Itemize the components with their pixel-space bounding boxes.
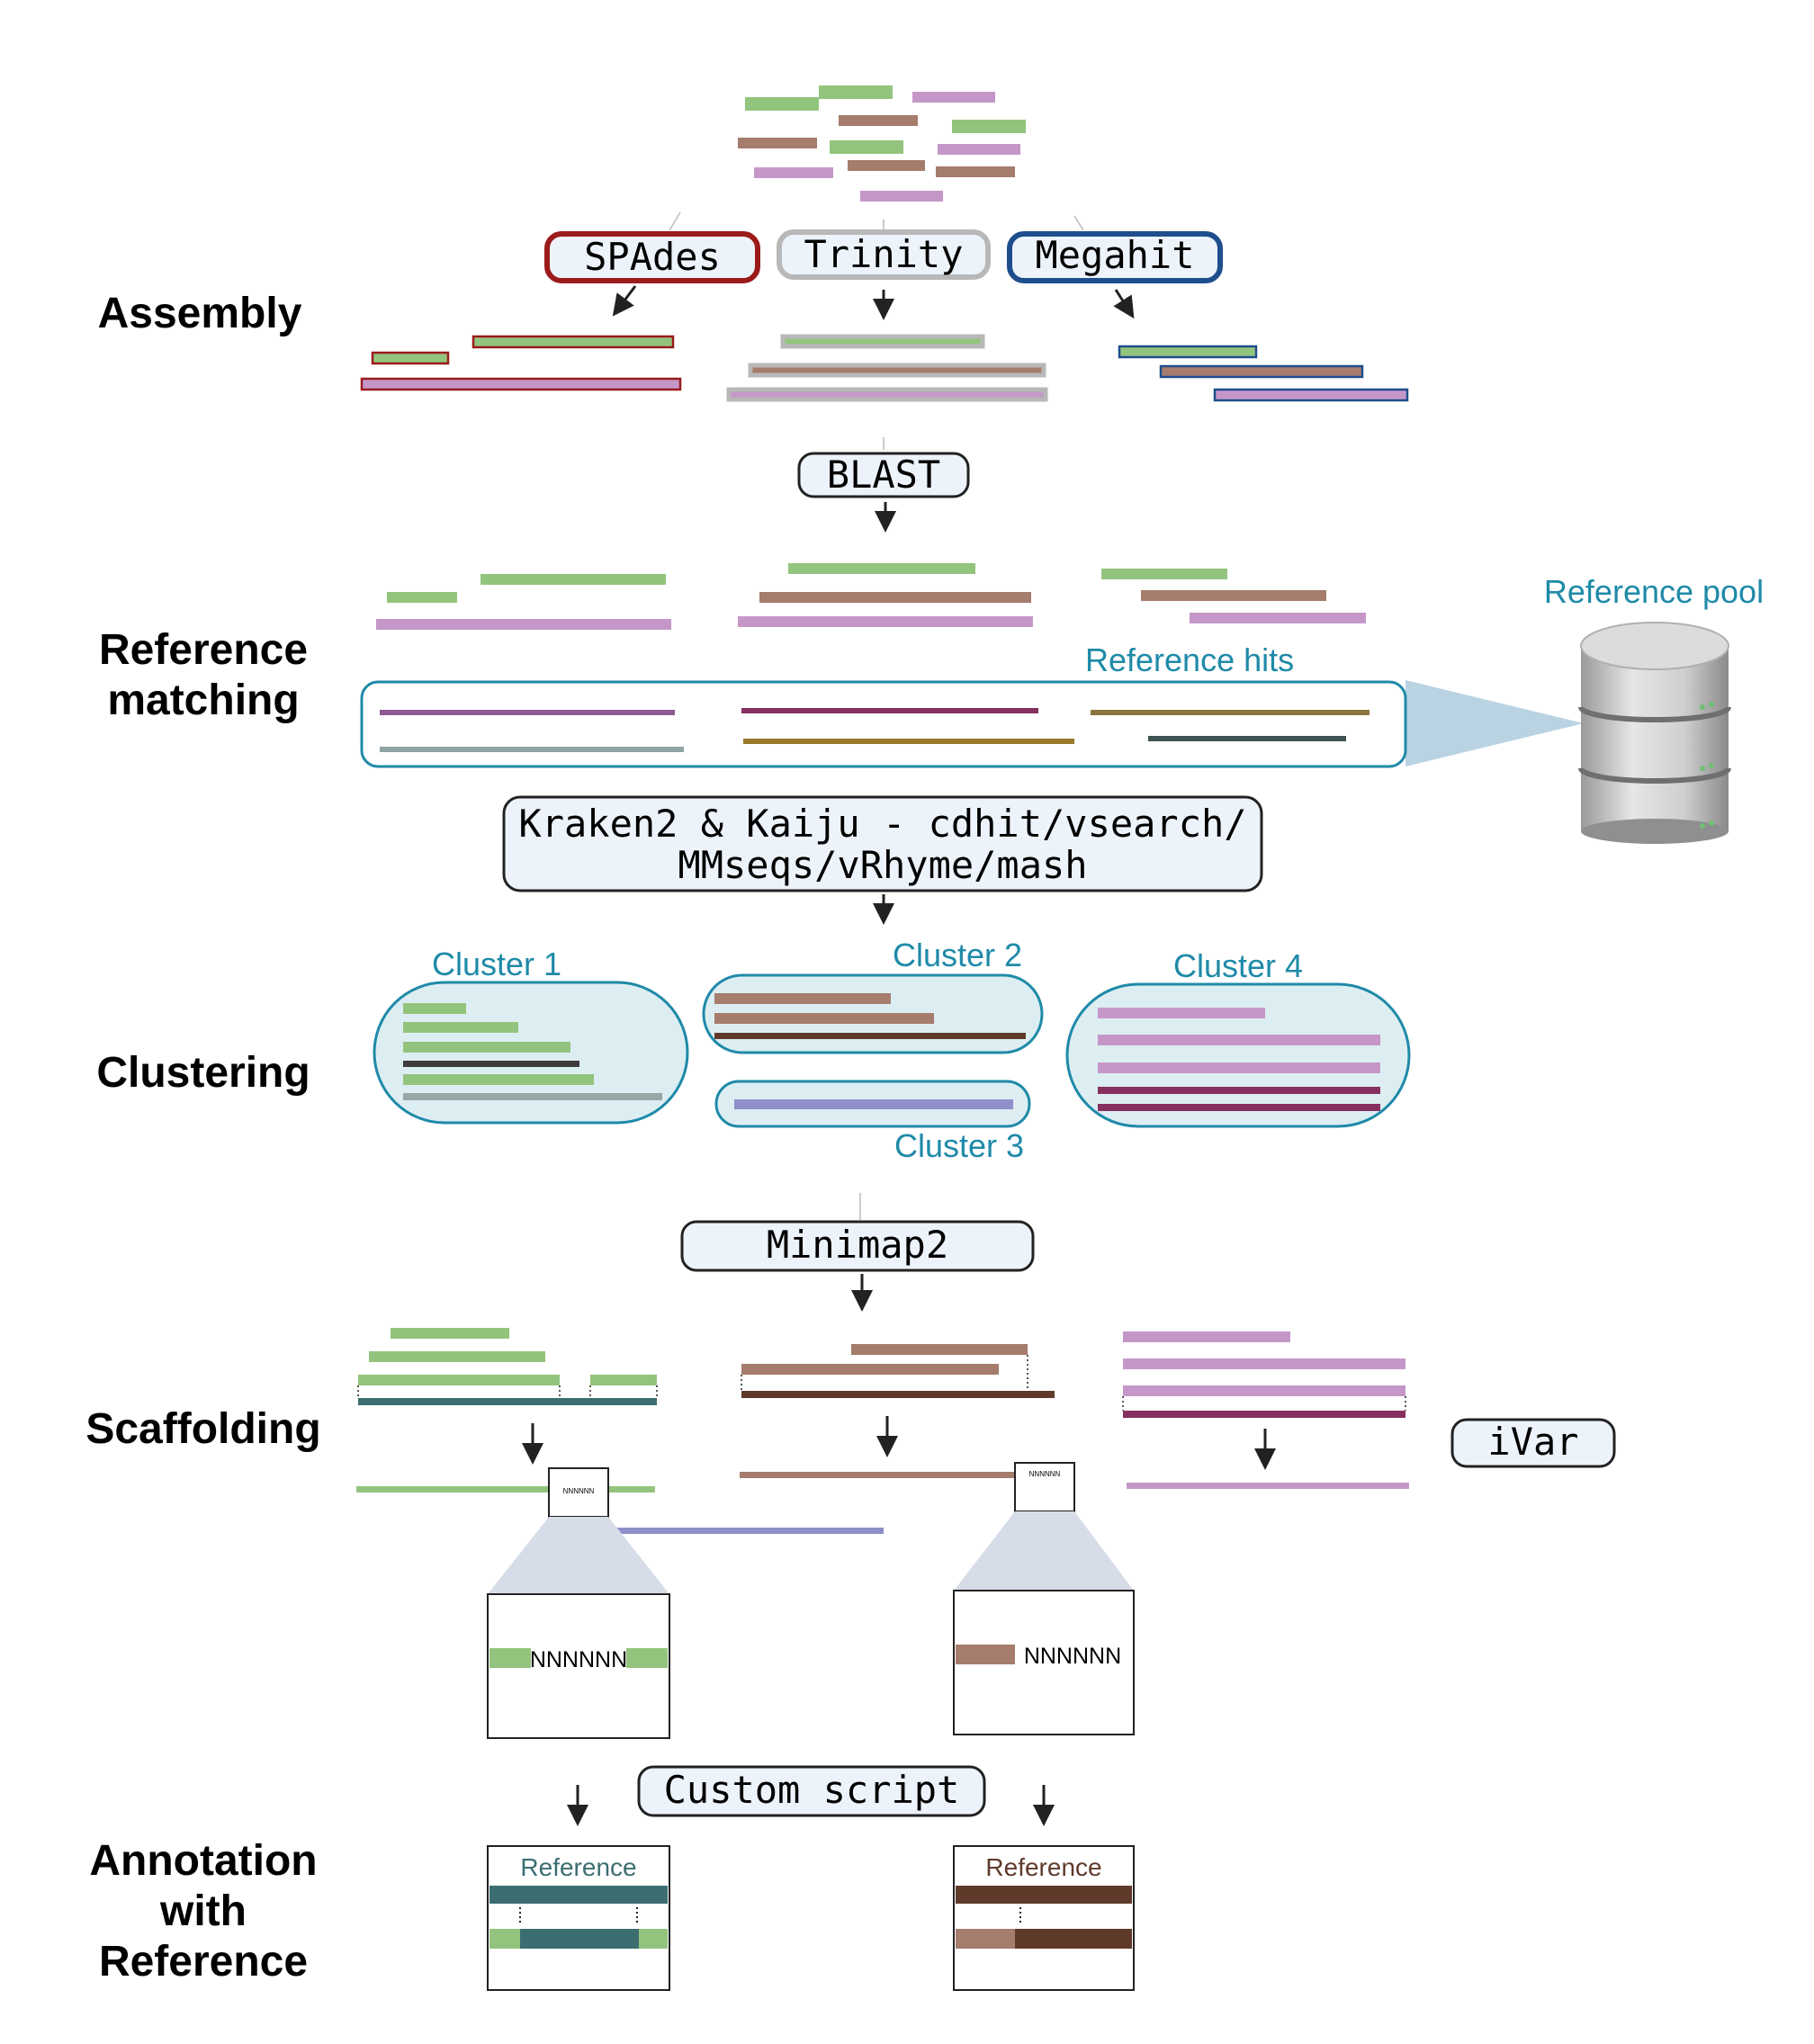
- stage-assembly: Assembly: [98, 290, 302, 337]
- stage-reference-matching-line1: Reference: [99, 626, 308, 674]
- stage-annotation-line1: Annotation: [89, 1837, 317, 1885]
- blast-label: BLAST: [827, 453, 940, 497]
- reference-pool-beam: [1405, 680, 1584, 766]
- trinity-contigs: [726, 334, 1048, 402]
- consensus-pink: [1127, 1483, 1409, 1489]
- read-guide-lines: [669, 211, 1084, 232]
- scaffold-arrows: [522, 1416, 1276, 1470]
- clustering-tools-line1: Kraken2 & Kaiju - cdhit/vsearch/: [518, 802, 1246, 846]
- annotation-arrows: [567, 1785, 1055, 1826]
- cluster1: [373, 981, 689, 1125]
- gap-small-right: NNNNNN: [1029, 1470, 1061, 1478]
- cluster3: [714, 1080, 1031, 1128]
- stage-clustering: Clustering: [96, 1049, 310, 1097]
- raw-reads: [738, 85, 1026, 202]
- cluster3-consensus: [601, 1528, 884, 1534]
- cluster1-label: Cluster 1: [432, 946, 561, 982]
- scaffold-brown: [741, 1344, 1055, 1398]
- cluster2-label: Cluster 2: [893, 937, 1022, 973]
- spades-contigs: [360, 335, 682, 391]
- cluster2: [702, 973, 1044, 1054]
- zoom-right: NNNNNN: [953, 1511, 1135, 1735]
- cluster4: [1065, 982, 1411, 1128]
- annotation-right: Reference: [953, 1845, 1135, 1991]
- megahit-label: Megahit: [1035, 233, 1194, 277]
- stage-annotation-line2: with: [159, 1887, 247, 1935]
- clustering-tools-box: Kraken2 & Kaiju - cdhit/vsearch/ MMseqs/…: [502, 795, 1263, 892]
- annotation-ref-right-label: Reference: [985, 1853, 1101, 1881]
- stage-annotation-line3: Reference: [99, 1938, 308, 1986]
- spades-box: SPAdes: [544, 231, 760, 283]
- stage-scaffolding: Scaffolding: [85, 1405, 320, 1453]
- blast-box: BLAST: [797, 452, 970, 498]
- megahit-box: Megahit: [1007, 231, 1223, 283]
- custom-script-box: Custom script: [637, 1765, 986, 1817]
- assembly-arrows: [612, 285, 1135, 320]
- ivar-box: iVar: [1450, 1418, 1616, 1468]
- minimap2-box: Minimap2: [680, 1220, 1035, 1272]
- reference-hits-label: Reference hits: [1085, 641, 1294, 678]
- megahit-contigs: [1118, 345, 1409, 402]
- trinity-label: Trinity: [804, 232, 963, 276]
- gap-zoom-right: NNNNNN: [1024, 1644, 1121, 1669]
- minimap2-label: Minimap2: [767, 1223, 948, 1267]
- clustering-tools-line2: MMseqs/vRhyme/mash: [678, 843, 1087, 887]
- gap-zoom-left: NNNNNN: [530, 1647, 627, 1672]
- reference-hits-box: [360, 680, 1407, 768]
- ivar-label: iVar: [1487, 1420, 1578, 1464]
- annotation-left: Reference: [487, 1845, 670, 1991]
- zoom-left: NNNNNN: [487, 1517, 670, 1739]
- gap-small-left: NNNNNN: [563, 1487, 595, 1495]
- database-icon: [1578, 622, 1731, 844]
- annotation-ref-left-label: Reference: [520, 1853, 636, 1881]
- cluster3-label: Cluster 3: [894, 1127, 1024, 1164]
- trinity-box: Trinity: [777, 229, 991, 280]
- stage-reference-matching-line2: matching: [107, 677, 299, 724]
- cluster4-label: Cluster 4: [1173, 947, 1303, 984]
- scaffold-green: [357, 1328, 658, 1405]
- consensus-green: NNNNNN: [356, 1467, 655, 1518]
- custom-script-label: Custom script: [664, 1768, 960, 1812]
- scaffold-pink: [1122, 1331, 1406, 1418]
- matched-contigs: [376, 563, 1366, 630]
- reference-pool-label: Reference pool: [1544, 573, 1764, 610]
- consensus-brown: NNNNNN: [740, 1462, 1075, 1512]
- spades-label: SPAdes: [584, 235, 721, 279]
